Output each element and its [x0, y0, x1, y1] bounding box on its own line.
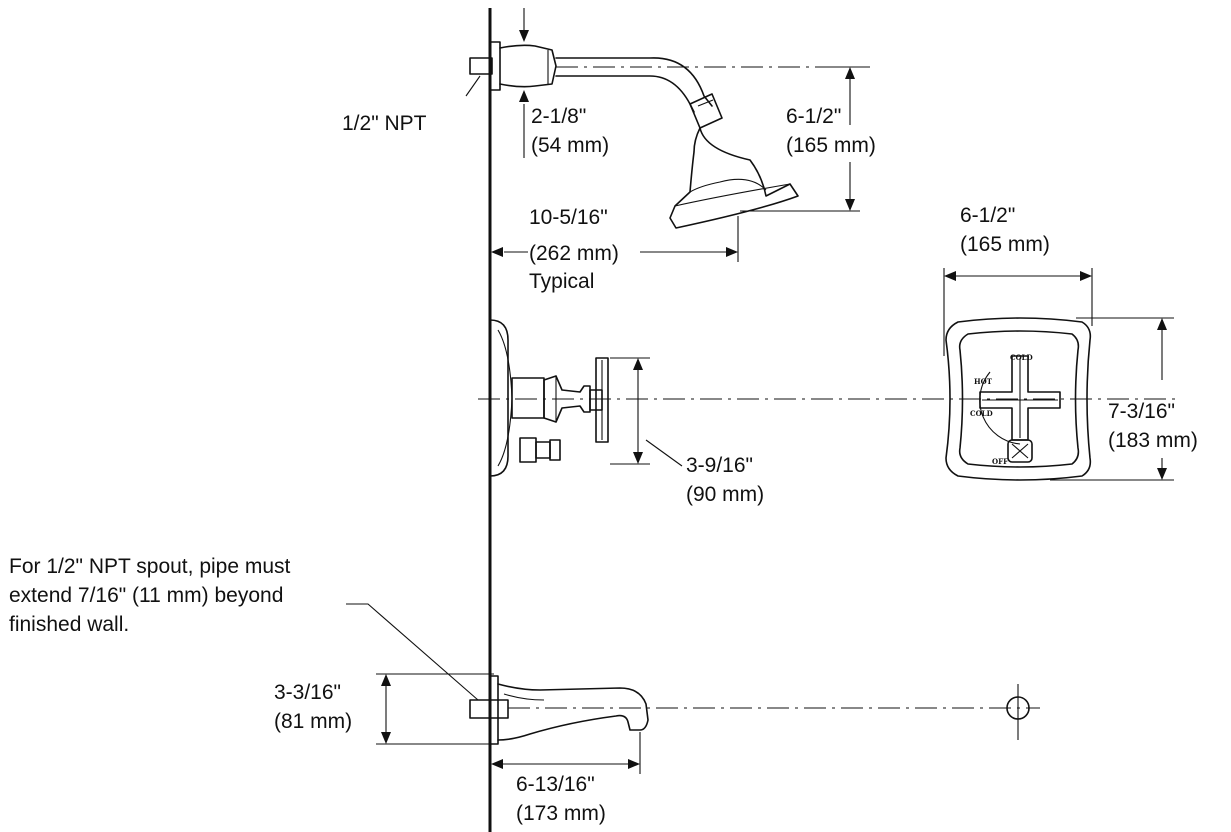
handle-marking-cold-top: COLD: [1010, 353, 1033, 362]
dim-spout-height: [376, 673, 494, 745]
handle-marking-cold-left: COLD: [970, 409, 993, 418]
label-6-1-2-in-plate-width: 6-1/2": [960, 204, 1015, 227]
label-81-mm: (81 mm): [274, 710, 352, 733]
label-165-mm-plate-width: (165 mm): [960, 233, 1050, 256]
dim-flange-depth: [519, 8, 529, 158]
label-10-5-16-in: 10-5/16": [529, 206, 608, 229]
tub-spout: [469, 675, 649, 745]
drain-center-mark: [1006, 684, 1030, 740]
label-7-3-16-in: 7-3/16": [1108, 400, 1175, 423]
shower-arm-assembly: [469, 41, 723, 129]
valve-trim-front-view: COLD HOT COLD OFF: [945, 317, 1092, 481]
label-6-1-2-in-head-drop: 6-1/2": [786, 105, 841, 128]
shower-head: [669, 127, 799, 229]
dim-shower-head-drop: [740, 66, 860, 212]
dim-handle-span: [610, 357, 683, 467]
label-54-mm: (54 mm): [531, 134, 609, 157]
label-262-mm: (262 mm): [529, 242, 619, 265]
label-183-mm: (183 mm): [1108, 429, 1198, 452]
label-90-mm: (90 mm): [686, 483, 764, 506]
dim-spout-reach: [491, 732, 641, 774]
npt-leader-line: [465, 75, 481, 97]
label-3-9-16-in: 3-9/16": [686, 454, 753, 477]
dim-plate-width: [943, 268, 1093, 356]
handle-marking-hot: HOT: [974, 377, 993, 386]
dim-plate-height: [1050, 317, 1174, 481]
label-165-mm-head-drop: (165 mm): [786, 134, 876, 157]
handle-marking-off: OFF: [992, 457, 1008, 466]
label-6-13-16-in: 6-13/16": [516, 773, 595, 796]
label-3-3-16-in: 3-3/16": [274, 681, 341, 704]
label-typical: Typical: [529, 270, 594, 293]
note-spout-pipe-line-2: extend 7/16" (11 mm) beyond: [9, 584, 283, 607]
label-2-1-8-in: 2-1/8": [531, 105, 586, 128]
note-spout-pipe-line-1: For 1/2" NPT spout, pipe must: [9, 555, 291, 578]
label-npt-shower-arm: 1/2" NPT: [342, 112, 427, 135]
dim-arm-reach: [491, 216, 739, 262]
note-leader-line: [346, 603, 479, 701]
valve-side-view: [489, 319, 609, 477]
note-spout-pipe-line-3: finished wall.: [9, 613, 129, 636]
label-173-mm: (173 mm): [516, 802, 606, 825]
